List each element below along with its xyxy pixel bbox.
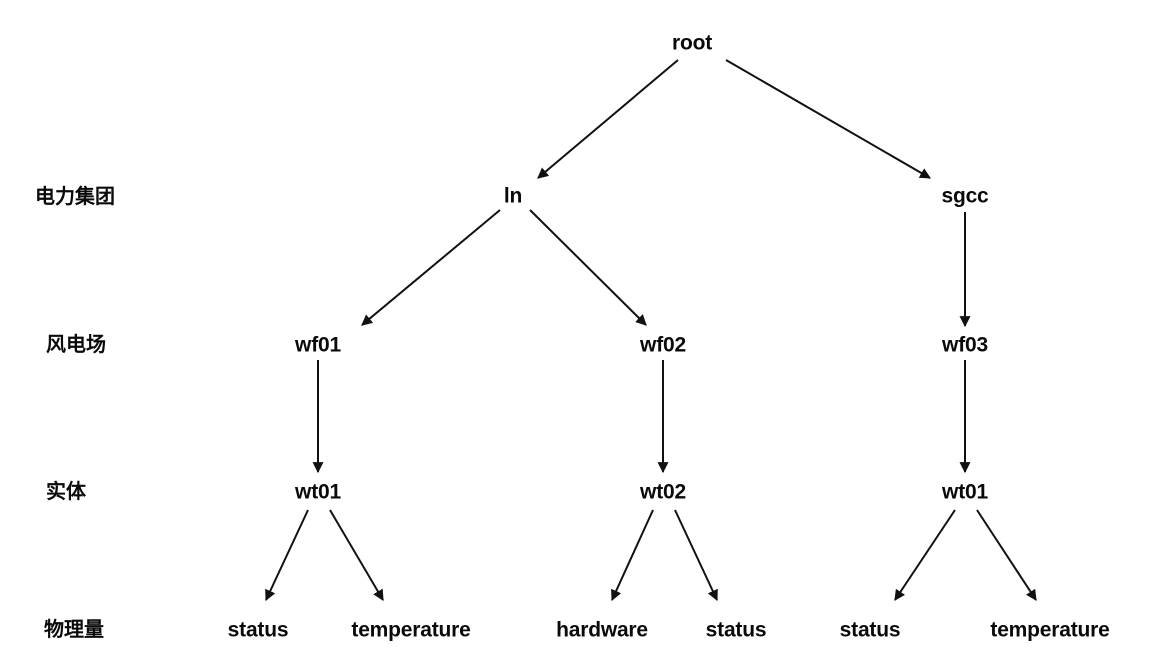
edge-wt02-b-to-hardware-1 bbox=[611, 509, 654, 602]
node-status-1[interactable]: status bbox=[227, 618, 289, 642]
node-ln[interactable]: ln bbox=[503, 184, 523, 208]
node-root[interactable]: root bbox=[671, 31, 713, 55]
node-temperature-2[interactable]: temperature bbox=[990, 618, 1110, 642]
edges-group bbox=[265, 59, 1037, 602]
node-wt01-a[interactable]: wt01 bbox=[295, 480, 341, 504]
node-hardware-1[interactable]: hardware bbox=[556, 618, 648, 642]
row-measurement: 物理量 bbox=[44, 619, 104, 641]
row-entity: 实体 bbox=[46, 481, 86, 503]
row-wind-farm: 风电场 bbox=[46, 334, 106, 356]
node-sgcc[interactable]: sgcc bbox=[941, 184, 989, 208]
edge-wt01-a-to-status-1 bbox=[265, 509, 309, 601]
node-wf03[interactable]: wf03 bbox=[942, 333, 988, 357]
edge-wt02-b-to-status-2 bbox=[674, 509, 718, 601]
node-wf01[interactable]: wf01 bbox=[295, 333, 341, 357]
edge-wt01-c-to-temperature-2 bbox=[976, 509, 1037, 601]
node-status-3[interactable]: status bbox=[839, 618, 901, 642]
row-power-group: 电力集团 bbox=[35, 186, 115, 208]
node-wf02[interactable]: wf02 bbox=[640, 333, 686, 357]
edge-wt01-c-to-status-3 bbox=[894, 509, 956, 601]
edge-ln-to-wf01 bbox=[361, 209, 501, 326]
node-temperature-1[interactable]: temperature bbox=[351, 618, 471, 642]
edge-root-to-ln bbox=[537, 59, 679, 179]
node-wt01-c[interactable]: wt01 bbox=[942, 480, 988, 504]
edge-wt01-a-to-temperature-1 bbox=[329, 509, 384, 601]
edge-ln-to-wf02 bbox=[529, 209, 647, 326]
edge-root-to-sgcc bbox=[725, 59, 931, 179]
node-wt02-b[interactable]: wt02 bbox=[640, 480, 686, 504]
node-status-2[interactable]: status bbox=[705, 618, 767, 642]
